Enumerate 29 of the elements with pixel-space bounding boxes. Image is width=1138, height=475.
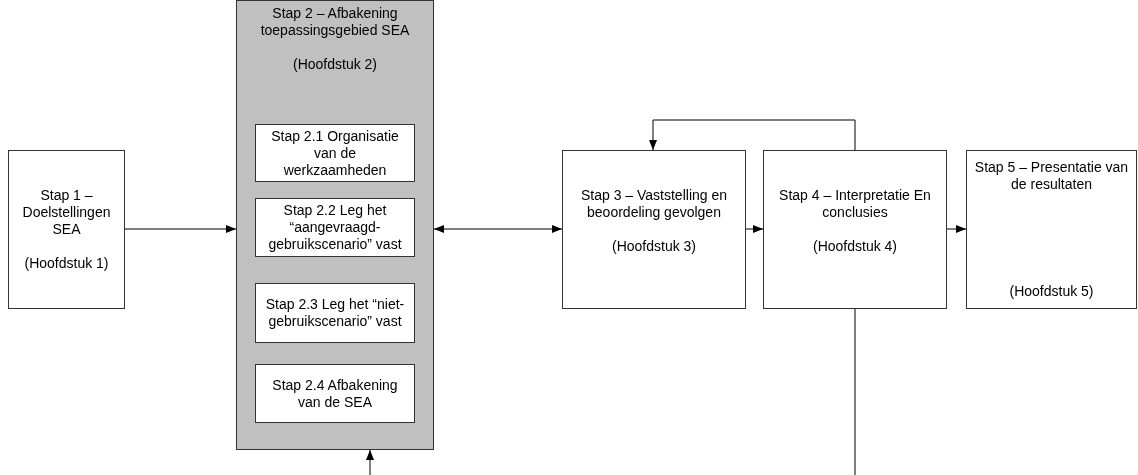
process-box	[236, 0, 434, 450]
step-title: Stap 2.3 Leg het “niet-gebruikscenario” vast	[264, 296, 406, 330]
arrow	[366, 449, 374, 475]
process-box	[8, 150, 125, 309]
process-box	[763, 150, 947, 309]
substep-box	[255, 124, 415, 182]
substep-box	[255, 198, 415, 257]
chapter-reference: (Hoofdstuk 5)	[1009, 283, 1094, 300]
chapter-reference: (Hoofdstuk 2)	[292, 56, 377, 73]
step-title: Stap 2.1 Organisatie van de werkzaamheden	[270, 127, 400, 179]
substep-box	[255, 364, 415, 423]
step-title: Stap 2.2 Leg het “aangevraagd-gebruikscenario” vast	[267, 202, 403, 253]
step-title: Stap 3 – Vaststelling en beoordeling gevolgen	[579, 187, 729, 221]
chapter-reference: (Hoofdstuk 1)	[24, 255, 109, 272]
arrow	[946, 225, 967, 233]
chapter-reference: (Hoofdstuk 3)	[611, 238, 696, 255]
step-title: Stap 2.4 Afbakening van de SEA	[271, 376, 399, 411]
substep-box	[255, 283, 415, 343]
chapter-reference: (Hoofdstuk 4)	[812, 238, 897, 255]
step-title: Stap 5 – Presentatie van de resultaten	[973, 159, 1130, 193]
arrow	[745, 225, 764, 233]
step-title: Stap 2 – Afbakening toepassingsgebied SEA	[259, 5, 411, 39]
process-box	[562, 150, 746, 309]
process-box	[966, 150, 1137, 309]
step-title: Stap 1 – Doelstellingen SEA	[21, 187, 112, 238]
arrow	[433, 225, 563, 233]
step-title: Stap 4 – Interpretatie En conclusies	[778, 187, 932, 221]
arrow	[649, 119, 856, 151]
arrow	[124, 225, 237, 233]
